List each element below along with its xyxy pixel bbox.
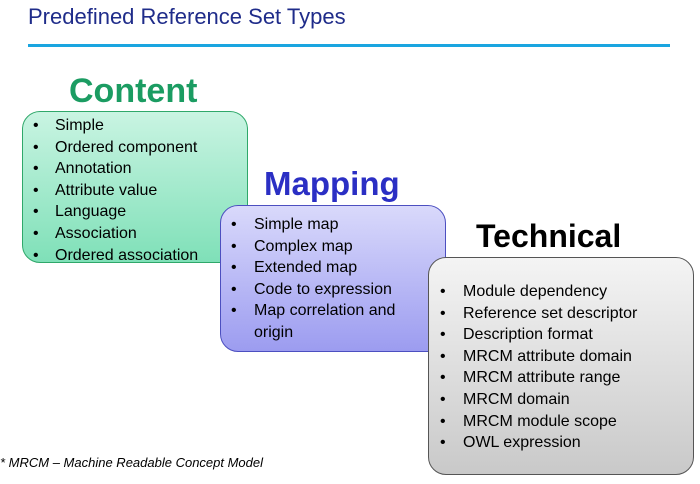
content-heading: Content <box>69 72 198 110</box>
list-item: • Annotation <box>23 158 247 180</box>
bullet-icon: • <box>33 138 39 156</box>
list-item: • Ordered association <box>23 245 247 267</box>
technical-heading: Technical <box>476 218 622 254</box>
item-label: MRCM module scope <box>463 412 617 430</box>
list-item: • OWL expression <box>429 432 693 454</box>
item-label: OWL expression <box>463 434 581 452</box>
list-item: • Description format <box>429 324 693 346</box>
bullet-icon: • <box>440 326 446 344</box>
item-label: Simple <box>55 117 104 134</box>
technical-list: • Module dependency • Reference set descri… <box>429 281 693 454</box>
item-label: Code to expression <box>254 280 392 298</box>
item-label: Map correlation and origin <box>254 302 396 341</box>
bullet-icon: • <box>231 237 237 255</box>
title-divider <box>28 44 670 47</box>
item-label: Association <box>55 224 137 242</box>
mapping-list: • Simple map • Complex map • Extended map •… <box>221 214 445 344</box>
list-item: • Extended map <box>221 257 445 279</box>
bullet-icon: • <box>231 302 237 320</box>
list-item: • Reference set descriptor <box>429 303 693 325</box>
item-label: Ordered association <box>55 246 199 264</box>
list-item: • Complex map <box>221 236 445 258</box>
bullet-icon: • <box>440 369 446 387</box>
mapping-box: • Simple map • Complex map • Extended map •… <box>220 205 446 352</box>
bullet-icon: • <box>440 434 446 452</box>
bullet-icon: • <box>440 347 446 365</box>
bullet-icon: • <box>440 283 446 300</box>
list-item: • Simple <box>23 115 247 137</box>
item-label: Attribute value <box>55 181 158 199</box>
bullet-icon: • <box>33 160 39 178</box>
list-item: • Map correlation and origin <box>221 300 424 343</box>
content-list: • Simple • Ordered component • Annotation •… <box>23 115 247 266</box>
bullet-icon: • <box>440 390 446 408</box>
item-label: Ordered component <box>55 138 198 156</box>
bullet-icon: • <box>33 203 39 221</box>
item-label: Description format <box>463 326 593 344</box>
list-item: • MRCM module scope <box>429 411 693 433</box>
list-item: • MRCM attribute range <box>429 367 693 389</box>
list-item: • Association <box>23 223 247 245</box>
bullet-icon: • <box>33 224 39 242</box>
list-item: • MRCM attribute domain <box>429 346 693 368</box>
mapping-heading: Mapping <box>264 165 400 202</box>
bullet-icon: • <box>33 117 39 134</box>
item-label: Module dependency <box>463 283 608 300</box>
bullet-icon: • <box>231 259 237 277</box>
technical-box: • Module dependency • Reference set descri… <box>428 257 694 475</box>
item-label: MRCM domain <box>463 390 570 408</box>
bullet-icon: • <box>231 216 237 233</box>
list-item: • Code to expression <box>221 279 445 301</box>
content-box: • Simple • Ordered component • Annotation •… <box>22 111 248 266</box>
list-item: • MRCM domain <box>429 389 693 411</box>
item-label: Reference set descriptor <box>463 304 638 322</box>
bullet-icon: • <box>231 280 237 298</box>
slide-title: Predefined Reference Set Types <box>28 4 346 29</box>
bullet-icon: • <box>440 304 446 322</box>
bullet-icon: • <box>440 412 446 430</box>
bullet-icon: • <box>33 181 39 199</box>
item-label: Extended map <box>254 259 358 277</box>
item-label: MRCM attribute range <box>463 369 621 387</box>
list-item: • Language <box>23 201 247 223</box>
item-label: Language <box>55 203 127 221</box>
item-label: Annotation <box>55 160 132 178</box>
list-item: • Simple map <box>221 214 445 236</box>
item-label: MRCM attribute domain <box>463 347 632 365</box>
footnote: * MRCM – Machine Readable Concept Model <box>0 455 264 470</box>
item-label: Complex map <box>254 237 353 255</box>
list-item: • Ordered component <box>23 137 247 159</box>
list-item: • Attribute value <box>23 180 247 202</box>
bullet-icon: • <box>33 246 39 264</box>
item-label: Simple map <box>254 216 339 233</box>
list-item: • Module dependency <box>429 281 693 303</box>
